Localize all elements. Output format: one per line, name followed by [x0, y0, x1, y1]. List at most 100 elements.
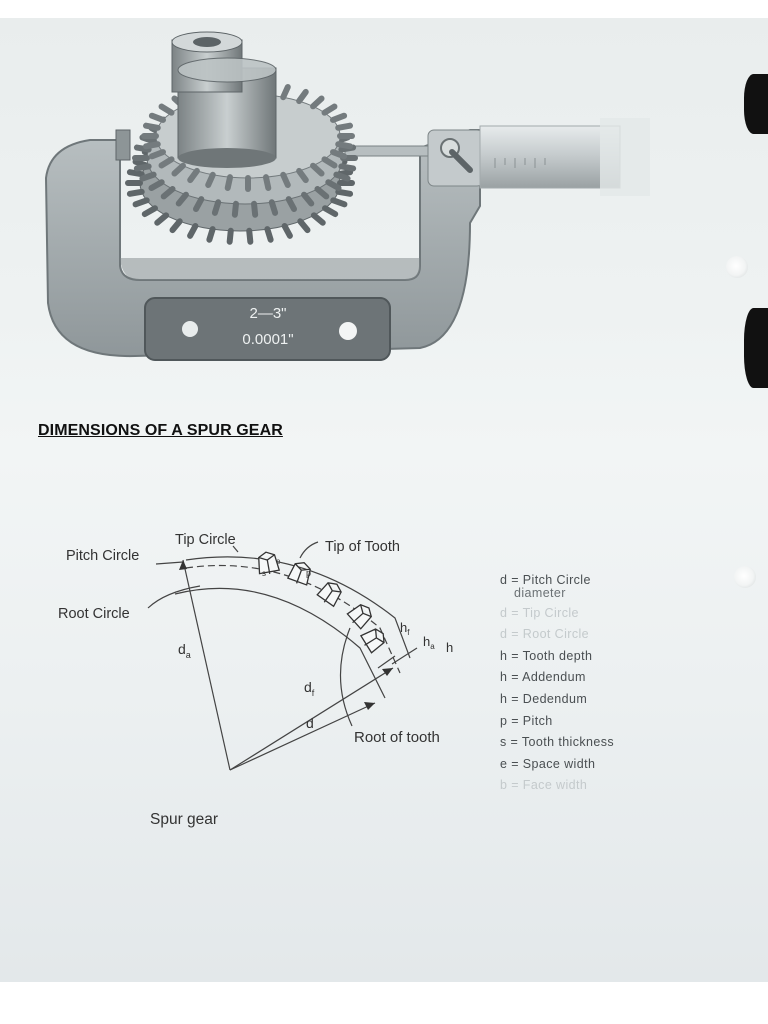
gear-tooth [281, 222, 293, 239]
gear-tooth [335, 122, 354, 131]
legend-text: p = Pitch [500, 713, 553, 728]
tooth-sketch [359, 628, 385, 654]
legend-item: d = Root Circle [500, 624, 670, 646]
root-of-tooth-label: Root of tooth [354, 729, 440, 746]
gear-tooth [246, 227, 254, 245]
gear-tooth [175, 191, 189, 207]
gear-tooth [301, 191, 315, 207]
legend-item: s = Tooth thickness [500, 732, 670, 754]
legend-item: p = Pitch [500, 711, 670, 733]
tooth-sketch [258, 551, 281, 575]
gear-tooth [285, 196, 298, 213]
gear-tooth [158, 156, 175, 169]
gear-tooth [142, 122, 161, 131]
micrometer-gear-photo: 2—3" 0.0001" [44, 31, 650, 361]
gear-tooth [132, 197, 150, 208]
gear-tooth [148, 149, 167, 160]
gear-tooth [333, 171, 351, 182]
symbol-e: e [276, 557, 281, 566]
legend-item: h = Dedendum [500, 689, 670, 711]
gear-tooth [297, 218, 311, 234]
gear-tooth [211, 199, 222, 216]
pitch-circle-label: Pitch Circle [66, 548, 139, 564]
legend-text: h = Dedendum [500, 691, 588, 706]
tip-circle-arc [185, 556, 411, 659]
legend-item: b = Face width [500, 775, 670, 797]
spur-gear-caption: Spur gear [150, 811, 218, 828]
gear-tooth [325, 179, 342, 192]
gear-tooth [280, 84, 291, 101]
tooth-sketch [346, 603, 373, 630]
symbol-h: h [446, 640, 453, 655]
gear-tooth [224, 174, 234, 191]
gear-tooth [187, 222, 199, 239]
gear-tooth [206, 226, 216, 243]
gear-tooth [139, 171, 157, 182]
radius-line-d [229, 702, 376, 771]
symbol-df: df [304, 679, 315, 698]
gear-tooth [310, 95, 325, 110]
legend-text: d = Tip Circle [500, 605, 579, 620]
page-edge-mark [744, 308, 768, 388]
tip-of-tooth-leader [299, 541, 319, 559]
legend-item: d = Pitch Circle [500, 570, 670, 592]
gear-tooth [158, 103, 175, 116]
gear-tooth [160, 185, 176, 200]
legend-item: h = Addendum [500, 667, 670, 689]
gear-tooth [187, 167, 200, 184]
pitch-circle-arc [185, 565, 401, 674]
gear-tooth [142, 141, 161, 150]
symbol-s: s [262, 569, 266, 578]
gear-tooth [329, 149, 348, 160]
gear-tooth [231, 200, 239, 218]
pitch-circle-leader [155, 561, 184, 565]
tooth-sketch [286, 562, 311, 586]
legend-item: d = Tip Circle [500, 603, 670, 625]
gear-tooth [296, 88, 309, 105]
plate-range-text: 2—3" [249, 305, 286, 322]
gear-tooth [268, 199, 279, 216]
symbol-da: da [178, 641, 191, 660]
gear-tooth [310, 162, 325, 177]
gear-tooth [280, 171, 291, 188]
gear-tooth [148, 112, 167, 123]
legend-item: e = Space width [500, 754, 670, 776]
symbol-p: p [306, 568, 311, 578]
gear-tooth [226, 227, 234, 245]
gear-tooth [154, 212, 170, 226]
gear-tooth [148, 179, 165, 192]
spur-gear-dimension-diagram: Pitch Circle Tip Circle Tip of Tooth Roo… [58, 532, 453, 828]
legend-text: d = Root Circle [500, 627, 590, 642]
gear-tooth [264, 226, 274, 243]
punch-hole [734, 566, 756, 588]
gear-tooth [262, 174, 272, 191]
gear-tooth [330, 197, 348, 208]
gear-tooth [296, 167, 309, 184]
gear-tooth [126, 169, 145, 178]
root-circle-arc [174, 587, 386, 699]
document-page: 2—3" 0.0001" DIMENSIONS OF A SPUR GEAR [0, 18, 768, 982]
root-leader [339, 627, 353, 727]
gear-tooth [321, 156, 338, 169]
legend-text: e = Space width [500, 756, 596, 771]
legend-text: d = Pitch Circle [500, 573, 591, 587]
legend-text-continuation: diameter [514, 585, 566, 600]
plate-resolution-text: 0.0001" [242, 331, 293, 348]
gear-teeth-sketch [258, 551, 385, 654]
gear-tooth [310, 212, 326, 226]
legend-text: s = Tooth thickness [500, 735, 615, 750]
symbol-d: d [306, 715, 314, 731]
radius-line-tip [182, 559, 231, 771]
radius-line-side [229, 667, 394, 771]
gear-tooth [171, 162, 186, 177]
gear-tooth [133, 163, 152, 172]
tooth-sketch [316, 582, 342, 608]
gear-tooth [321, 103, 338, 116]
section-heading: DIMENSIONS OF A SPUR GEAR [38, 422, 283, 439]
legend-text: h = Addendum [500, 670, 586, 685]
gear-tooth [141, 205, 158, 218]
symbol-ha: ha [423, 634, 435, 651]
tip-of-tooth-label: Tip of Tooth [325, 539, 400, 555]
gear-tooth [329, 112, 348, 123]
